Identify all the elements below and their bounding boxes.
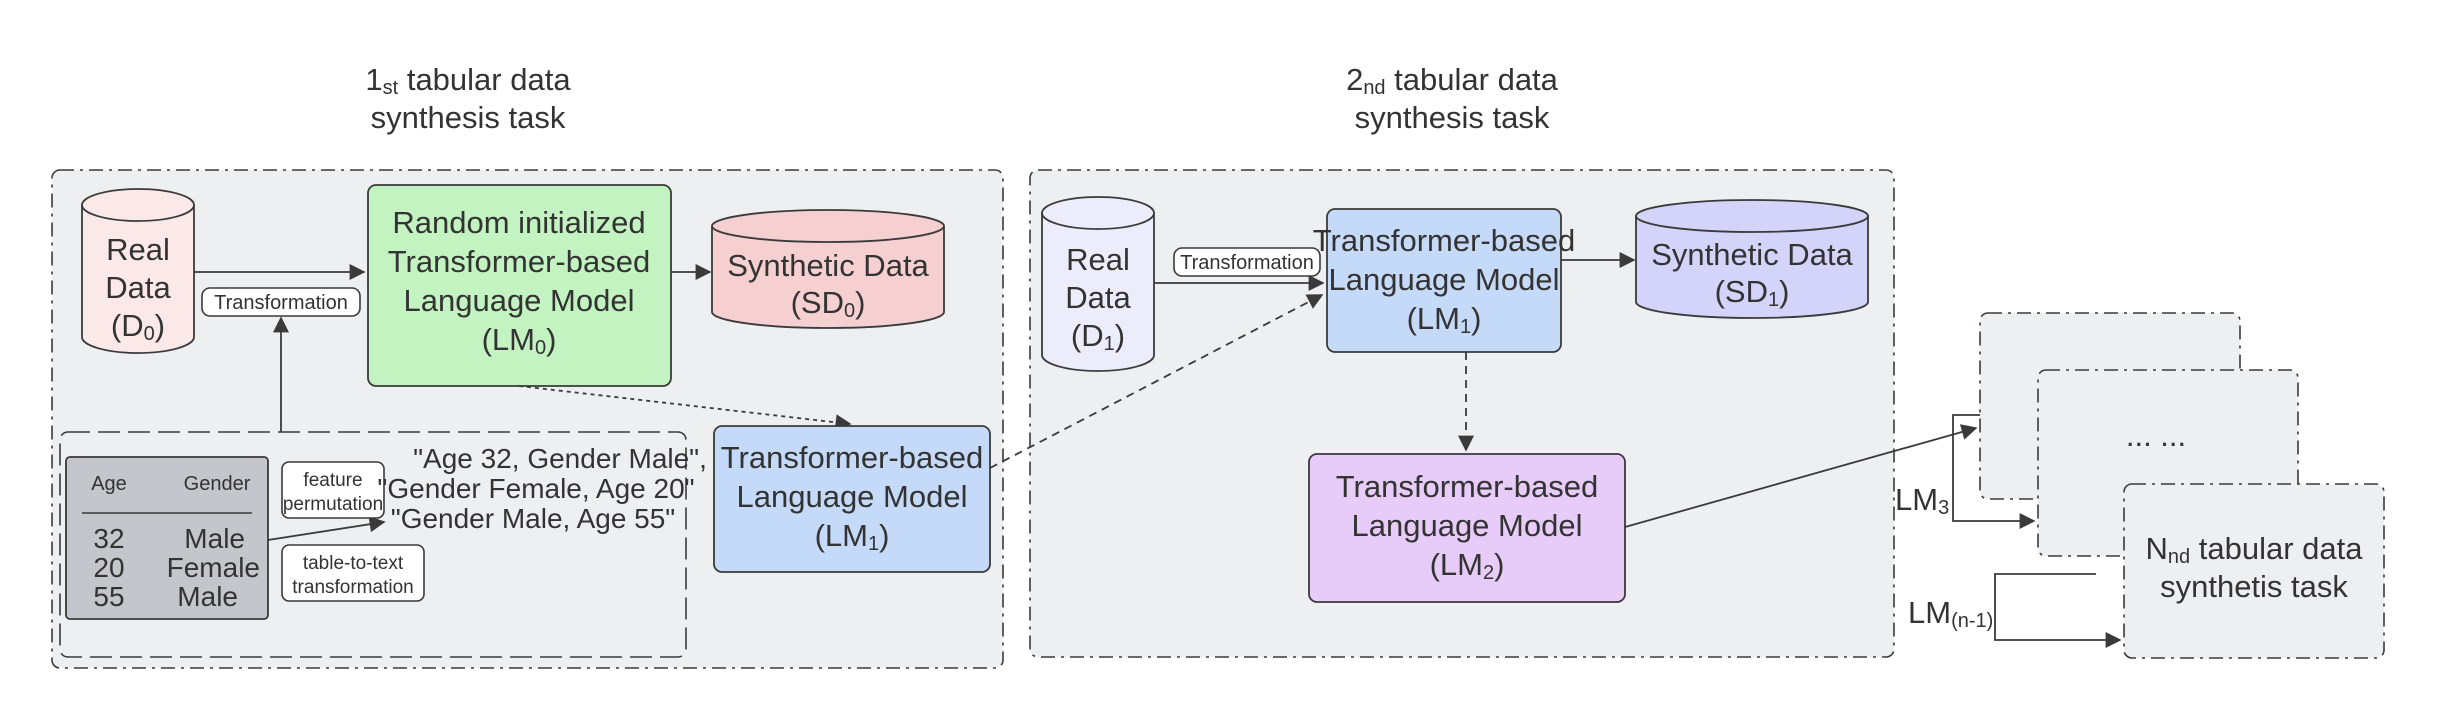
sentence-1: "Gender Female, Age 20"	[377, 473, 694, 504]
future-task-panel-front	[2123, 483, 2385, 659]
lm1-task2-line2: Language Model	[1329, 262, 1560, 297]
table-to-text-line2: transformation	[292, 577, 413, 598]
real-data-d1-line3: (D1)	[1071, 318, 1125, 355]
lm1-task1-line1: Transformer-based	[721, 440, 983, 475]
feature-permutation-line2: permutation	[283, 494, 383, 515]
example-table	[65, 456, 269, 620]
task2-title: 2nd tabular data	[1346, 62, 1559, 99]
table-cell-gender-1: Female	[167, 552, 260, 583]
table-cell-gender-0: Male	[184, 523, 245, 554]
arrow-lm3	[1952, 414, 2036, 529]
lm1-task1-box	[713, 425, 991, 573]
real-data-d0-cylinder	[81, 188, 195, 354]
transformation-box-task2	[1173, 247, 1321, 277]
lm1-task1-line2: Language Model	[737, 479, 968, 514]
transformation-box-task1	[201, 287, 361, 317]
synthetic-data-sd0-line1: Synthetic Data	[727, 248, 929, 283]
lm0-line4: (LM0)	[482, 322, 557, 359]
real-data-d1-line2: Data	[1065, 280, 1131, 315]
task1-title: 1st tabular data	[365, 62, 571, 99]
real-data-d1-cylinder	[1041, 196, 1155, 372]
table-cell-gender-2: Male	[177, 581, 238, 612]
arrow-lm-n-minus-1	[1994, 573, 2122, 648]
nth-task-title-line2: synthetis task	[2160, 569, 2348, 604]
sentence-0: "Age 32, Gender Male",	[413, 443, 707, 474]
lm0-line2: Transformer-based	[388, 244, 650, 279]
synthetic-data-sd0-cylinder	[711, 209, 945, 329]
table-header-age: Age	[91, 473, 127, 495]
real-data-d0-line1: Real	[106, 232, 170, 267]
table-cell-age-2: 55	[93, 581, 124, 612]
table-cell-age-0: 32	[93, 523, 124, 554]
lm-n-minus-1-label: LM(n-1)	[1908, 595, 1993, 632]
real-data-d1-line1: Real	[1066, 242, 1130, 277]
feature-permutation-line1: feature	[303, 470, 362, 491]
lm1-task1-line3: (LM1)	[815, 518, 890, 555]
task2-title-line2: synthesis task	[1355, 100, 1550, 135]
transformation-label-task2: Transformation	[1180, 252, 1314, 274]
lm0-line3: Language Model	[404, 283, 635, 318]
table-to-text-box	[281, 544, 425, 602]
lm2-line1: Transformer-based	[1336, 469, 1598, 504]
lm2-box	[1308, 453, 1626, 603]
data-processing-box	[59, 431, 687, 658]
table-header-gender: Gender	[184, 473, 251, 495]
synthetic-data-sd0-line2: (SD0)	[791, 285, 866, 322]
synthetic-data-sd1-line2: (SD1)	[1715, 274, 1790, 311]
lm2-line2: Language Model	[1352, 508, 1583, 543]
arrow-lm1-to-task2-lm1	[989, 294, 1324, 469]
lm3-label: LM3	[1895, 482, 1949, 519]
synthetic-data-sd1-cylinder	[1635, 199, 1869, 319]
lm2-line3: (LM2)	[1430, 547, 1505, 584]
lm0-line1: Random initialized	[392, 205, 645, 240]
task1-title-line2: synthesis task	[371, 100, 566, 135]
lm1-task2-box	[1326, 208, 1562, 353]
ellipsis-label: ... ...	[2126, 418, 2186, 453]
lm1-task2-line3: (LM1)	[1407, 301, 1482, 338]
lm1-task2-line1: Transformer-based	[1313, 223, 1575, 258]
synthetic-data-sd1-line1: Synthetic Data	[1651, 237, 1853, 272]
transformation-label-task1: Transformation	[214, 292, 348, 314]
feature-permutation-box	[281, 461, 385, 519]
arrow-lm2-to-next-task	[1624, 424, 1978, 528]
nth-task-title: Nnd tabular data	[2146, 531, 2364, 568]
arrow-table-to-sentences	[267, 516, 386, 541]
table-to-text-line1: table-to-text	[303, 553, 404, 574]
sentence-2: "Gender Male, Age 55"	[391, 503, 676, 534]
real-data-d0-line3: (D0)	[111, 308, 165, 345]
table-cell-age-1: 20	[93, 552, 124, 583]
real-data-d0-line2: Data	[105, 270, 171, 305]
